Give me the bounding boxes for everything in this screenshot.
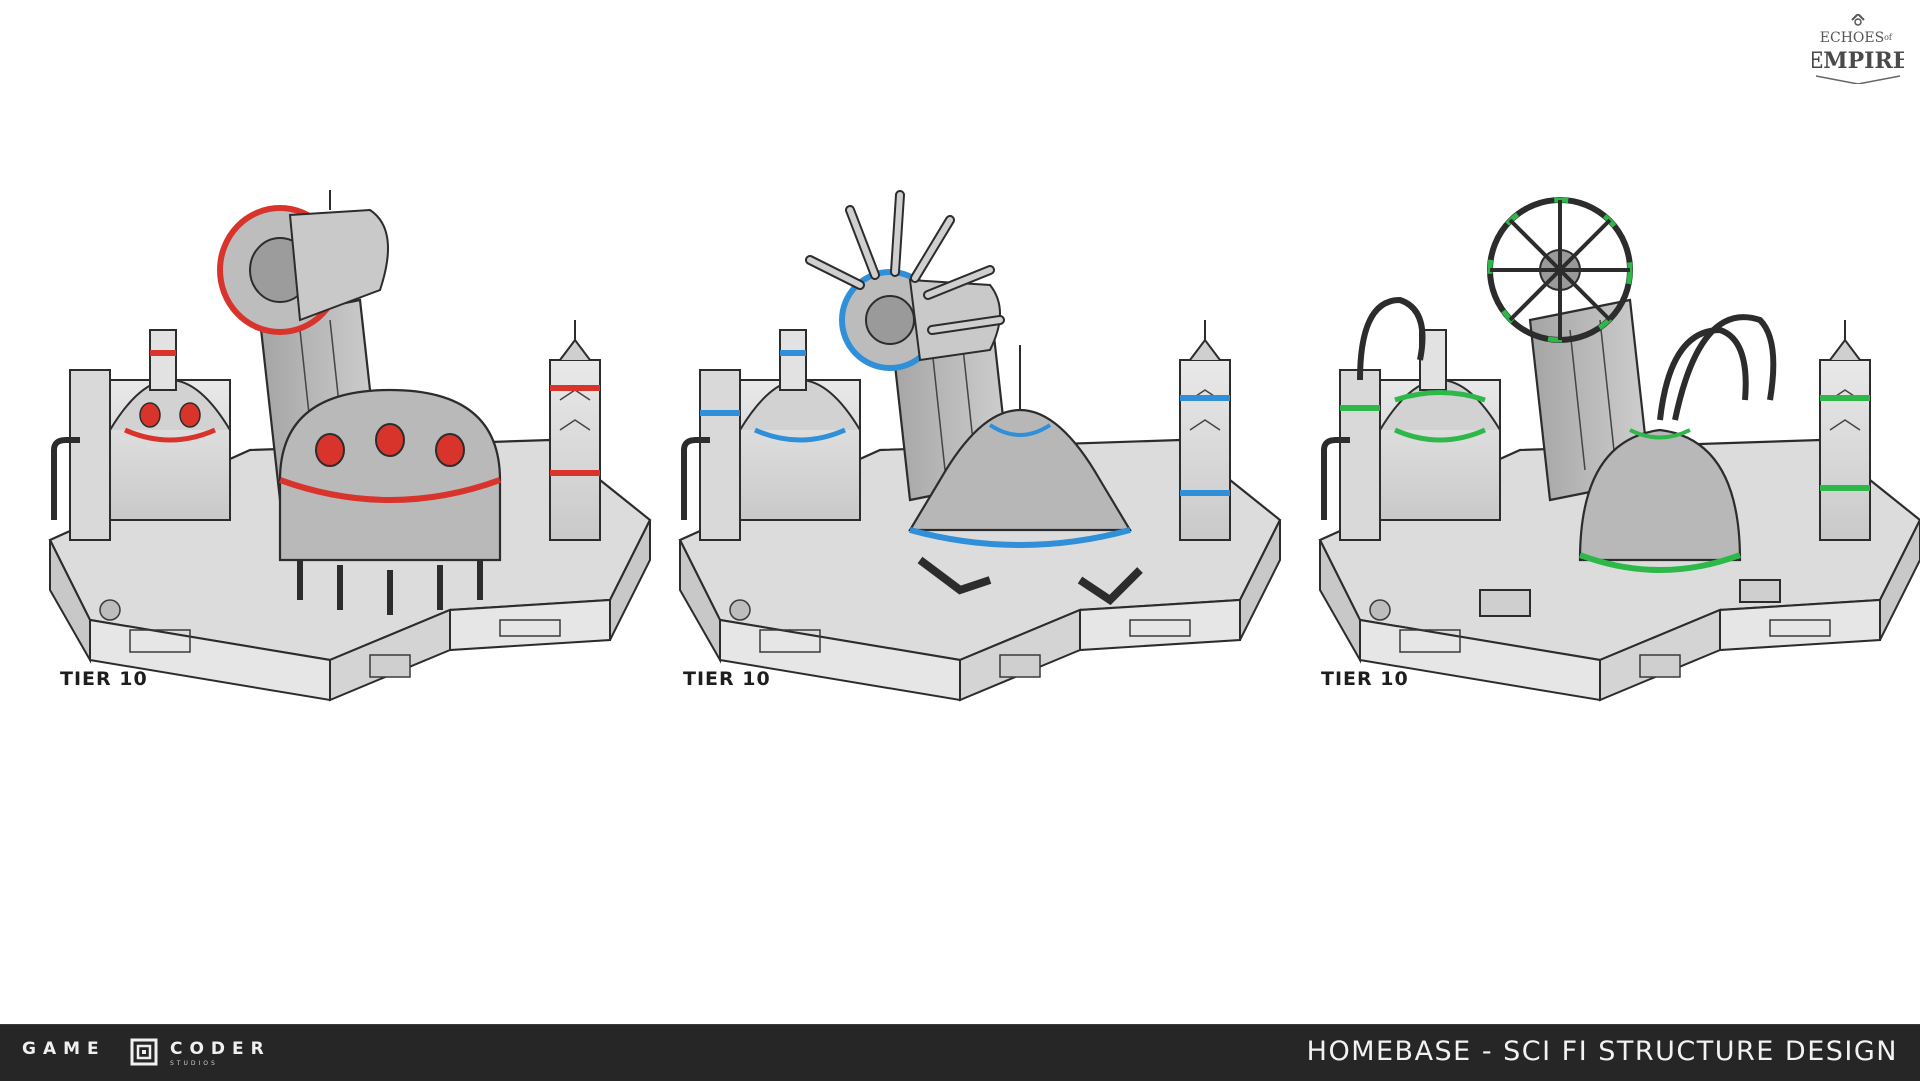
brand-game-text: GAME	[22, 1039, 106, 1059]
logo-echoes-text: ECHOES	[1820, 30, 1884, 46]
brand-mark-icon	[130, 1038, 158, 1066]
structure-illustration-1	[50, 190, 650, 700]
structure-illustration-3	[1320, 197, 1920, 700]
logo-empire-text: EMPIRE	[1812, 48, 1904, 74]
footer-bar: GAME CODER STUDIOS HOMEBASE - SCI FI STR…	[0, 1024, 1920, 1081]
tier-label-2: TIER 10	[683, 668, 771, 690]
echoes-of-empire-logo: ECHOES of EMPIRE	[1812, 14, 1904, 84]
structure-illustration-2	[680, 190, 1280, 700]
brand-studios-text: STUDIOS	[170, 1060, 218, 1067]
logo-of-text: of	[1884, 33, 1893, 42]
brand-coder-text: CODER	[170, 1039, 271, 1059]
tier-label-1: TIER 10	[60, 668, 148, 690]
studio-brand-logo: GAME CODER STUDIOS	[22, 1037, 282, 1069]
page-title: HOMEBASE - SCI FI STRUCTURE DESIGN	[1306, 1036, 1898, 1067]
tier-label-3: TIER 10	[1321, 668, 1409, 690]
